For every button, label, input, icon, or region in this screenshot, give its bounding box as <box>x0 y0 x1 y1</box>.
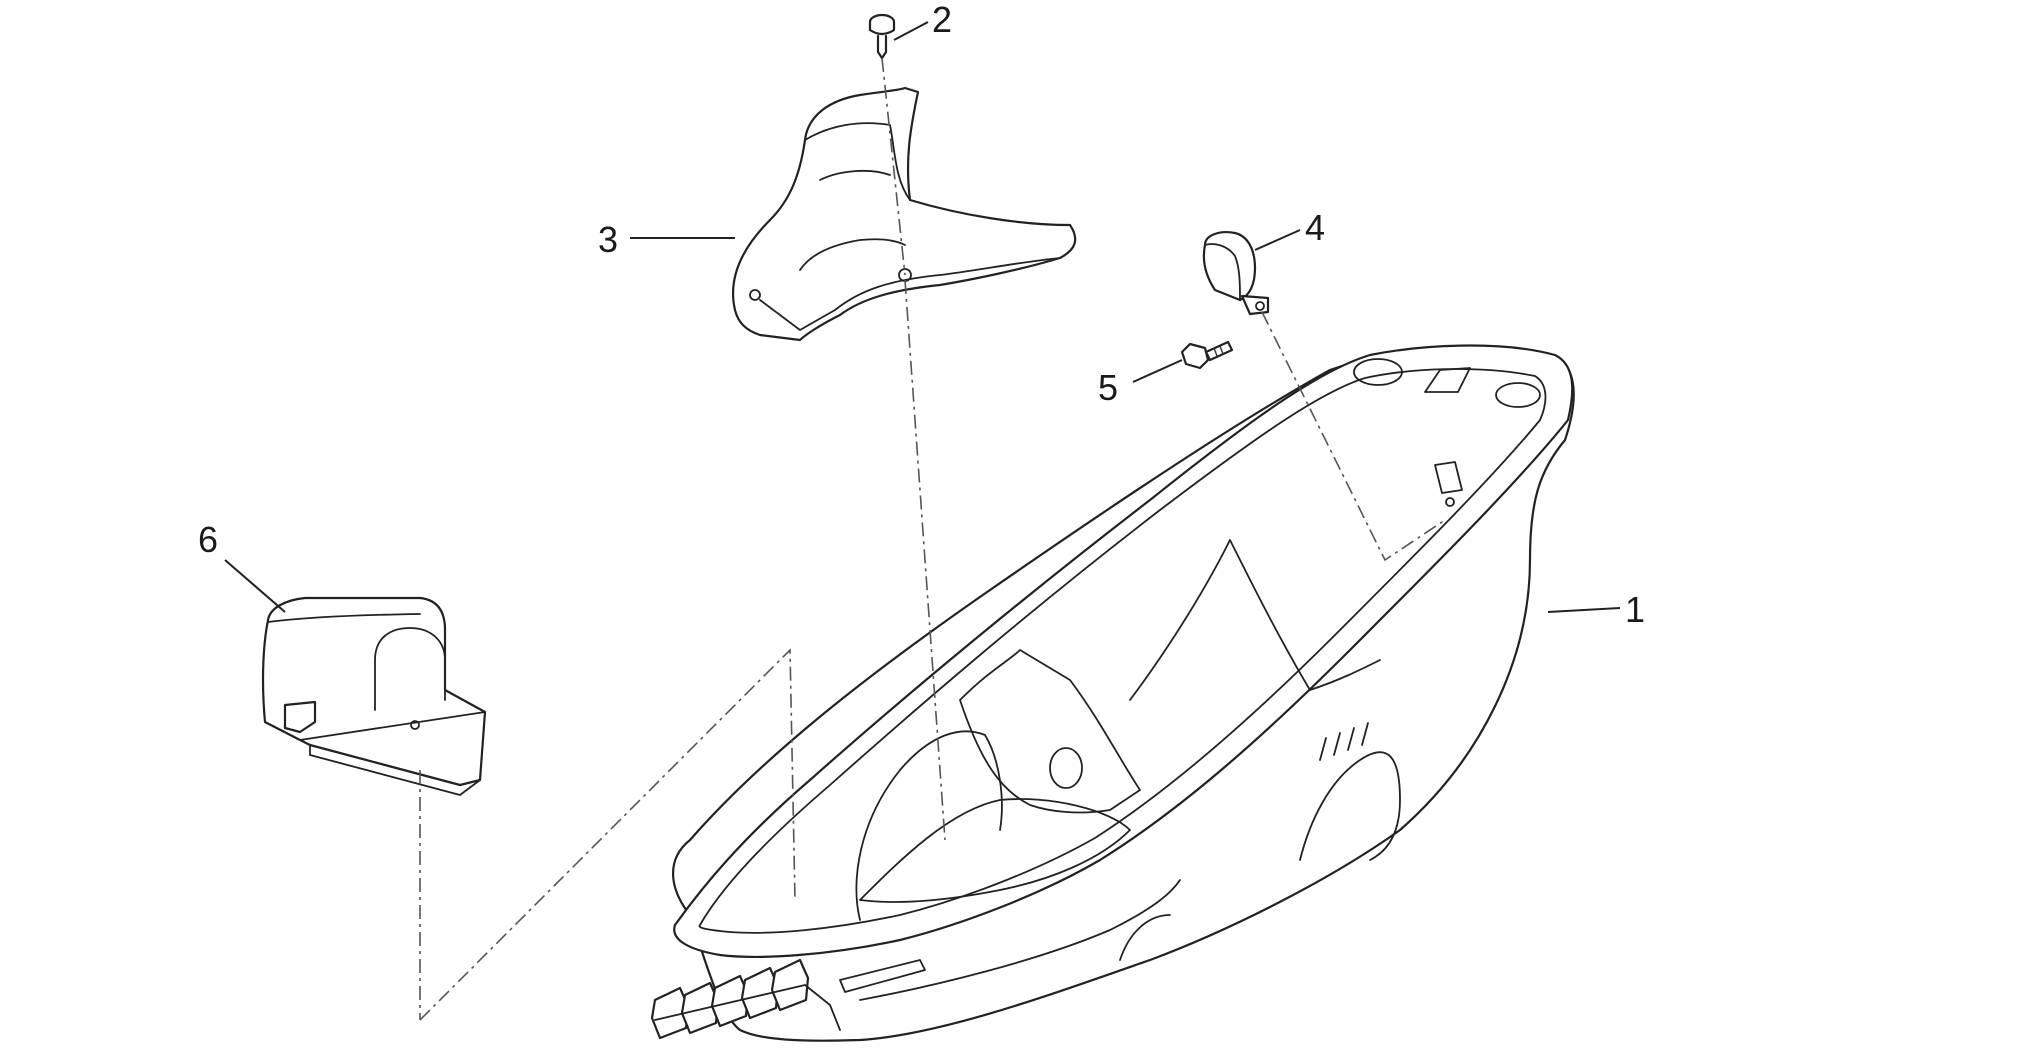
compartment-floor <box>859 798 1131 903</box>
compartment-drain-hole <box>1049 747 1083 789</box>
axis-cap-to-compartment <box>1261 311 1446 562</box>
cap-tab-hole <box>1255 301 1265 311</box>
cap-body <box>1202 231 1257 302</box>
part-6-box-cover <box>261 596 487 796</box>
rim-clip <box>839 959 926 993</box>
bolt-head <box>1180 342 1210 370</box>
compartment-rim <box>673 344 1574 958</box>
hinge-block-5 <box>770 958 810 1012</box>
box-latch <box>283 700 317 734</box>
cover-underside <box>759 257 1061 331</box>
leader-6 <box>224 559 286 613</box>
side-notch <box>1119 914 1171 961</box>
front-opening-center <box>1424 367 1471 393</box>
screw-washer <box>868 20 896 36</box>
hinge-block-1 <box>650 986 690 1040</box>
compartment-lower-skirt <box>859 879 1181 1001</box>
box-hole <box>410 720 420 730</box>
callout-labels: 1 2 3 4 5 6 <box>198 0 1645 630</box>
box-top-edge <box>267 613 421 623</box>
cover-hole-left <box>749 289 761 301</box>
box-flange <box>264 711 486 786</box>
box-dome <box>374 627 446 711</box>
screw-shaft <box>876 34 888 60</box>
side-hole <box>1445 497 1455 507</box>
part-4-cap <box>1202 231 1270 316</box>
compartment-ribs <box>1319 722 1369 761</box>
leader-5 <box>1132 359 1183 383</box>
callout-5: 5 <box>1098 367 1118 408</box>
compartment-tunnel <box>855 730 1003 921</box>
bolt-shaft <box>1204 340 1234 362</box>
front-opening-left <box>1353 358 1403 386</box>
part-5-bolt <box>1180 340 1234 370</box>
box-shell <box>261 596 487 787</box>
compartment-inner-lip <box>698 368 1547 934</box>
callout-3: 3 <box>598 219 618 260</box>
axis-screw-to-cover <box>881 57 906 276</box>
side-slot <box>1434 461 1463 494</box>
callout-1: 1 <box>1625 589 1645 630</box>
callout-6: 6 <box>198 519 218 560</box>
leader-1 <box>1547 607 1621 613</box>
compartment-center-block <box>959 649 1141 814</box>
compartment-side-panel <box>1299 751 1401 861</box>
cover-inner-curve <box>804 122 911 201</box>
bolt-thread <box>1213 345 1224 357</box>
axis-cover-to-compartment <box>904 279 946 841</box>
cover-inner-lip <box>819 170 891 181</box>
part-1-helmet-compartment <box>650 344 1575 1042</box>
callout-4: 4 <box>1305 207 1325 248</box>
hinge-edge <box>654 984 841 1031</box>
assembly-axes <box>419 57 1446 1021</box>
leader-4 <box>1254 229 1301 251</box>
axis-box-to-compartment <box>419 648 796 1021</box>
front-opening-right <box>1495 382 1541 408</box>
hinge-block-4 <box>740 966 780 1020</box>
box-flange-edge <box>309 744 481 796</box>
cap-face <box>1204 243 1241 301</box>
callout-leaders <box>224 21 1621 613</box>
cover-front-wall <box>799 238 906 271</box>
cover-shell <box>731 86 1077 342</box>
compartment-back-wall <box>1129 539 1381 701</box>
part-3-cover <box>731 86 1077 342</box>
leader-2 <box>893 21 929 41</box>
rear-hinge-cluster <box>650 958 841 1040</box>
part-2-screw <box>868 13 896 60</box>
callout-2: 2 <box>932 0 952 40</box>
